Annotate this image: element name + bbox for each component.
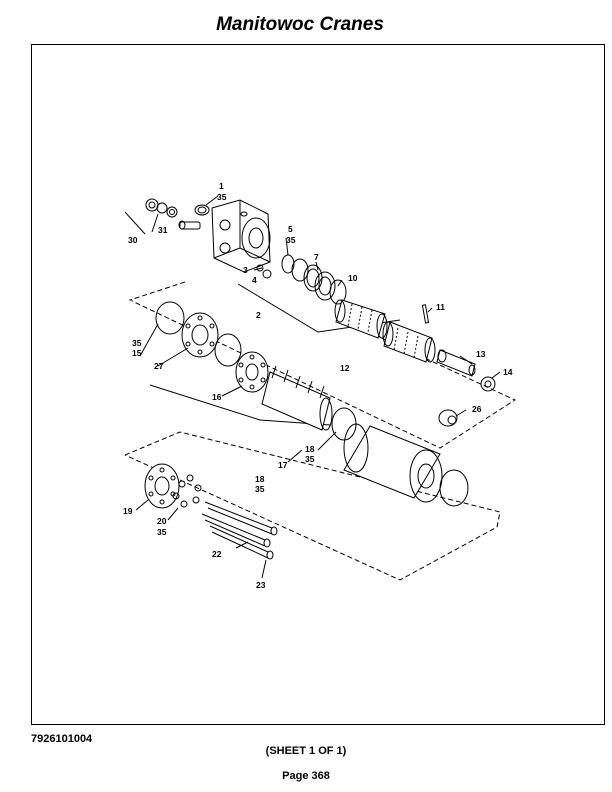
callout-17: 17 — [278, 460, 288, 470]
end-plate-19 — [144, 463, 180, 509]
upper-assembly-boundary — [128, 281, 517, 449]
callout-27: 27 — [154, 361, 164, 371]
callout-4: 4 — [252, 275, 257, 285]
callout-18-b: 18 — [255, 474, 265, 484]
exploded-parts-diagram: 1 35 30 31 3 4 5 35 7 10 2 11 35 15 27 1… — [123, 181, 517, 590]
housing-block — [211, 199, 271, 273]
seal-18 — [331, 407, 357, 441]
plug-3 — [256, 264, 264, 272]
callout-20: 20 — [157, 516, 167, 526]
bracket-30-31 — [124, 211, 146, 235]
plug-26 — [438, 409, 458, 427]
seal-ring-mid — [214, 333, 242, 367]
callout-35-d: 35 — [305, 454, 315, 464]
seal-10 — [329, 279, 347, 305]
plate-16 — [235, 351, 269, 393]
callout-13: 13 — [476, 349, 486, 359]
callout-26: 26 — [472, 404, 482, 414]
callout-10: 10 — [348, 273, 358, 283]
callout-22: 22 — [212, 549, 222, 559]
fitting-30 — [145, 198, 178, 218]
sheet-indicator: (SHEET 1 OF 1) — [265, 745, 347, 757]
callout-35-a: 35 — [217, 192, 227, 202]
callout-30: 30 — [128, 235, 138, 245]
washers-20 — [172, 474, 202, 508]
callout-5: 5 — [288, 224, 293, 234]
lower-assembly-boundary — [124, 431, 501, 581]
page-title: Manitowoc Cranes — [216, 14, 384, 35]
callout-18-a: 18 — [305, 444, 315, 454]
callout-12: 12 — [340, 363, 350, 373]
page-number: Page 368 — [282, 770, 330, 782]
drawing-frame — [31, 44, 605, 725]
seal-15 — [155, 301, 185, 335]
pin-11 — [421, 304, 430, 324]
callout-35-f: 35 — [157, 527, 167, 537]
cap-14 — [480, 376, 496, 392]
end-seal-ring — [439, 469, 469, 507]
callout-3: 3 — [243, 265, 248, 275]
callout-15: 15 — [132, 348, 142, 358]
stator-housing — [343, 423, 443, 503]
callout-35-c: 35 — [132, 338, 142, 348]
callout-1: 1 — [219, 181, 224, 191]
plug-4 — [262, 269, 272, 279]
plate-27 — [181, 312, 219, 358]
seal-1 — [194, 204, 210, 216]
spool-body — [382, 321, 436, 363]
bolts-22 — [201, 501, 278, 560]
callout-23: 23 — [256, 580, 266, 590]
callout-7: 7 — [314, 252, 319, 262]
callout-19: 19 — [123, 506, 133, 516]
fitting-31 — [178, 220, 201, 230]
callout-35-e: 35 — [255, 484, 265, 494]
callout-14: 14 — [503, 367, 513, 377]
spool-sleeve — [334, 299, 388, 339]
callout-35-b: 35 — [286, 235, 296, 245]
callout-2: 2 — [256, 310, 261, 320]
document-number: 7926101004 — [31, 733, 93, 745]
gear-rotor — [261, 365, 333, 431]
callout-16: 16 — [212, 392, 222, 402]
callout-31: 31 — [158, 225, 168, 235]
callout-11: 11 — [436, 302, 445, 312]
